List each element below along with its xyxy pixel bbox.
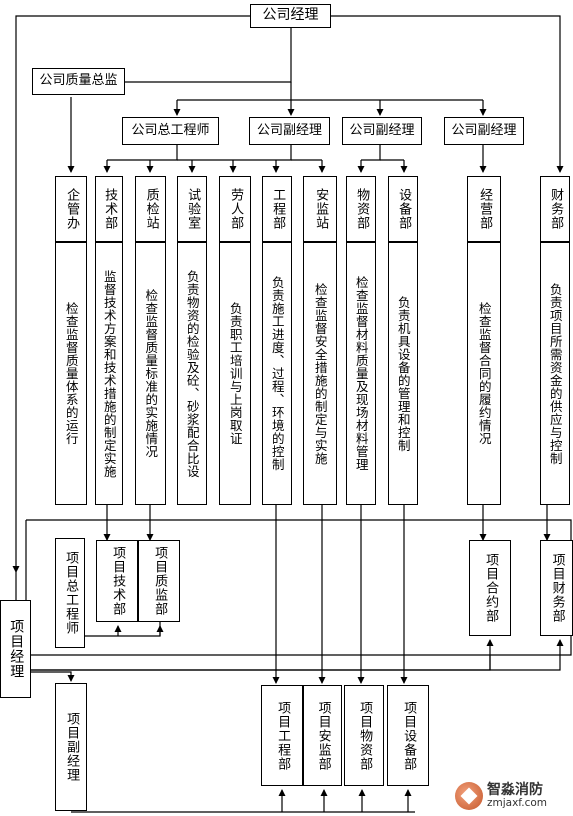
dept-duty-text: 监督技术方案和技术措施的制定实施 [101,269,117,478]
company-chief-engineer-label: 公司总工程师 [131,122,210,138]
dept-name-label: 物资部 [354,188,370,230]
dept-duty-text: 检查监督质量标准的实施情况 [143,289,159,458]
project-engineering-dept-label: 项目工程部 [275,700,291,771]
gm-right-line [331,15,564,173]
company-general-manager-box: 公司经理 [250,4,331,28]
project-contract-dept-box: 项目合约部 [469,540,511,636]
project-quality-dept-label: 项目质监部 [152,546,168,616]
dept-name-box: 经营部 [467,176,501,242]
project-safety-dept-box: 项目安监部 [303,685,342,786]
watermark-name: 智淼消防 [487,781,543,798]
dept-duty-box: 负责施工进度、过程、环境的控制 [262,242,292,505]
dept-duty-text: 检查监督合同的履约情况 [476,302,492,445]
project-engineering-dept-box: 项目工程部 [261,685,303,786]
dept-duty-box: 负责项目所需资金的供应与控制 [540,242,570,505]
watermark-url: zmjaxf.com [487,796,548,809]
company-quality-director-label: 公司质量总监 [39,73,118,89]
dept-name-box: 物资部 [346,176,376,242]
project-manager-label: 项目经理 [8,619,25,679]
dept-duty-text: 检查监督质量体系的运行 [63,302,79,445]
company-deputy-manager-1-label: 公司副经理 [256,122,322,138]
project-manager-box: 项目经理 [0,600,31,698]
company-quality-director-box: 公司质量总监 [32,68,125,95]
dept-name-label: 经营部 [477,188,493,230]
dept-duty-text: 负责职工培训与上岗取证 [227,302,243,445]
project-contract-dept-label: 项目合约部 [483,553,499,623]
dept-name-label: 财务部 [548,188,564,230]
dept-name-label: 劳人部 [228,188,244,230]
dept-duty-text: 负责项目所需资金的供应与控制 [547,282,563,465]
dept-name-label: 工程部 [270,188,286,230]
dept-name-label: 设备部 [396,188,412,230]
project-materials-dept-box: 项目物资部 [344,685,384,786]
dept-duty-text: 负责机具设备的管理和控制 [395,295,411,452]
project-equipment-dept-box: 项目设备部 [387,685,429,786]
company-general-manager-label: 公司经理 [262,7,319,24]
dept-duty-box: 负责职工培训与上岗取证 [219,242,251,505]
dept-duty-box: 负责机具设备的管理和控制 [388,242,418,505]
project-tech-dept-box: 项目技术部 [96,540,138,622]
dept-name-box: 财务部 [540,176,570,242]
dept-name-box: 劳人部 [219,176,251,242]
project-quality-dept-box: 项目质监部 [138,540,180,622]
dept-name-box: 试验室 [177,176,207,242]
dept-name-label: 试验室 [185,188,201,230]
dept-duty-box: 检查监督安全措施的制定与实施 [303,242,337,505]
dept-name-box: 设备部 [388,176,418,242]
gm-to-quality-line [125,27,292,83]
dept-name-label: 安监站 [313,188,329,230]
dept-duty-text: 负责施工进度、过程、环境的控制 [269,276,285,471]
watermark: 智淼消防 zmjaxf.com [455,776,573,816]
company-deputy-manager-3-label: 公司副经理 [451,122,517,138]
dept-name-label: 技术部 [102,188,118,230]
company-deputy-manager-1-box: 公司副经理 [249,117,330,145]
dept-name-box: 质检站 [135,176,166,242]
dept-duty-box: 负责物资的检验及砼、砂浆配合比设 [177,242,207,505]
dept-name-label: 企管办 [64,188,80,230]
dept-name-box: 工程部 [262,176,292,242]
project-tech-dept-label: 项目技术部 [110,546,126,616]
project-materials-dept-label: 项目物资部 [357,700,373,771]
dept-duty-text: 检查监督安全措施的制定与实施 [312,282,328,465]
project-safety-dept-label: 项目安监部 [315,700,331,771]
project-chief-engineer-label: 项目总工程师 [63,551,79,635]
project-finance-dept-box: 项目财务部 [540,540,573,636]
dept-name-box: 企管办 [55,176,87,242]
project-deputy-manager-box: 项目副经理 [55,683,87,811]
dept-duty-text: 检查监督材料质量及现场材料管理 [353,276,369,471]
dept-name-box: 技术部 [95,176,123,242]
project-equipment-dept-label: 项目设备部 [401,700,417,771]
dept-duty-box: 检查监督材料质量及现场材料管理 [346,242,376,505]
project-deputy-manager-label: 项目副经理 [64,712,80,782]
company-deputy-manager-2-box: 公司副经理 [342,117,422,145]
company-deputy-manager-3-box: 公司副经理 [444,117,524,145]
company-chief-engineer-box: 公司总工程师 [122,117,219,145]
dept-name-label: 质检站 [143,188,159,230]
company-deputy-manager-2-label: 公司副经理 [349,122,415,138]
dept-duty-box: 检查监督合同的履约情况 [467,242,501,505]
dept-name-box: 安监站 [303,176,337,242]
dept-duty-box: 监督技术方案和技术措施的制定实施 [95,242,123,505]
project-chief-engineer-box: 项目总工程师 [55,538,85,648]
gm-left-line [12,15,250,573]
dept-duty-text: 负责物资的检验及砼、砂浆配合比设 [184,269,200,478]
project-finance-dept-label: 项目财务部 [549,553,565,623]
watermark-logo-icon [455,782,483,810]
dept-duty-box: 检查监督质量标准的实施情况 [135,242,166,505]
dept-duty-box: 检查监督质量体系的运行 [55,242,87,505]
